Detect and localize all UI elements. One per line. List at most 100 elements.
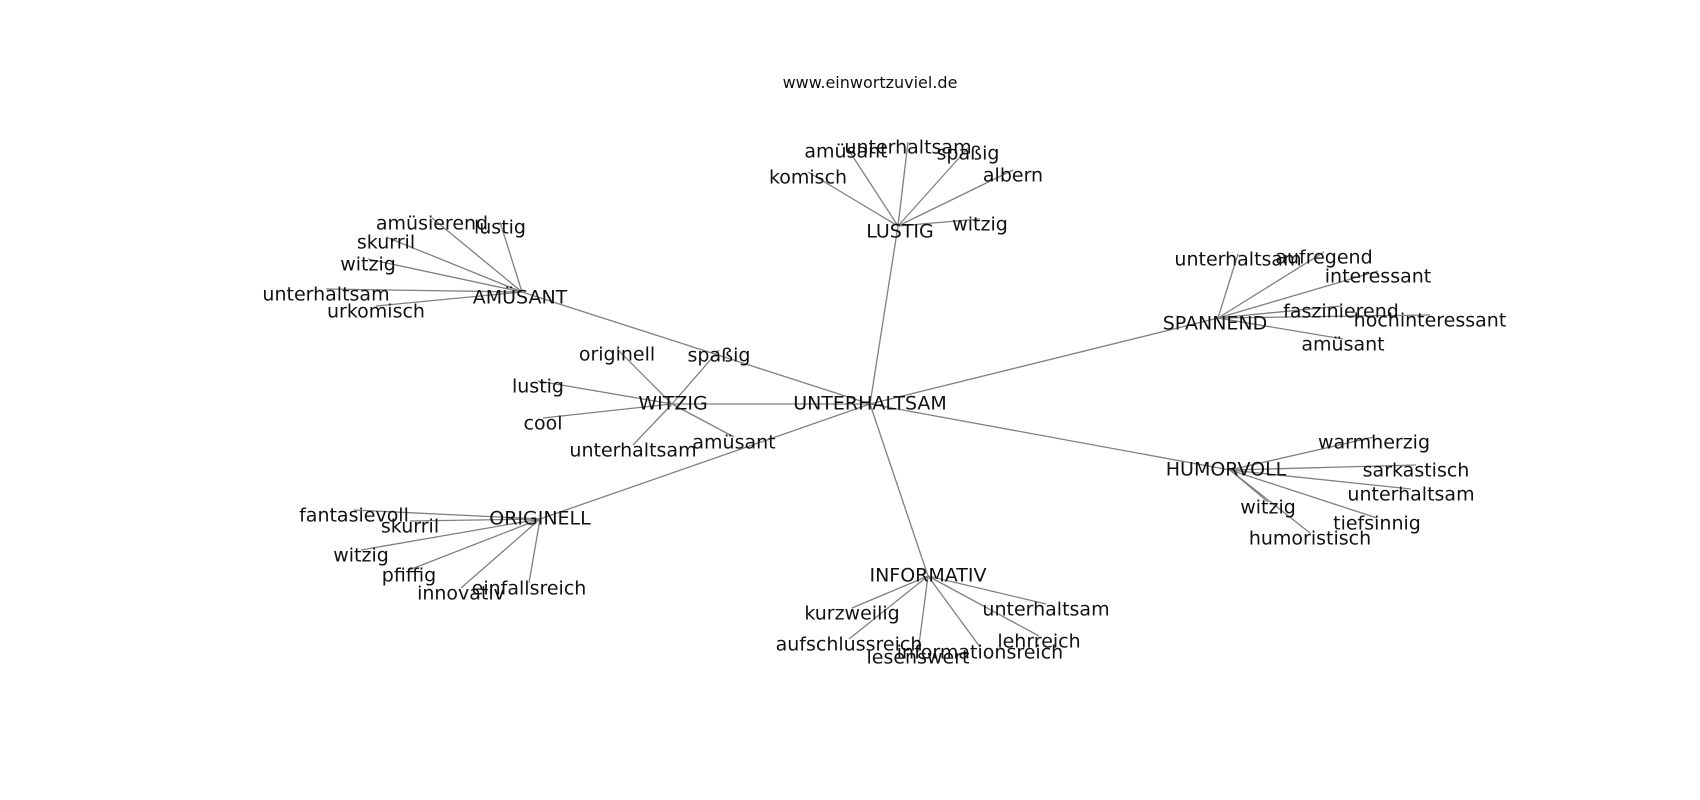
edge-spannend-leaf [1217,251,1325,319]
leaf-node-label: aufregend [1275,247,1372,269]
edge-originell-leaf [353,509,541,520]
edges-layer [325,141,1431,653]
site-caption: www.einwortzuviel.de [783,73,958,92]
edge-witzig-leaf [671,349,720,405]
leaf-node-label: skurril [357,232,415,254]
leaf-node-label: faszinierend [1283,301,1399,323]
leaf-node-label: originell [579,344,655,366]
leaf-node-label: amüsant [1301,334,1384,356]
leaf-node-label: witzig [952,214,1008,236]
leaf-node-label: fantasievoll [299,505,409,527]
edge-informativ-leaf [851,575,929,609]
leaf-node-label: unterhaltsam [1347,484,1474,506]
leaf-node-label: humoristisch [1249,528,1371,550]
leaf-node-label: witzig [333,545,389,567]
leaf-node-label: witzig [1240,497,1296,519]
leaf-node-label: witzig [340,254,396,276]
hub-node-originell: ORIGINELL [489,508,591,530]
center-node-label: UNTERHALTSAM [793,393,947,415]
edge-informativ-leaf [917,575,929,653]
leaf-node-label: amüsierend [376,213,488,235]
edge-humorvoll-leaf [1229,464,1417,471]
edge-center-informativ [869,403,929,577]
hub-node-spannend: SPANNEND [1163,313,1268,335]
labels-layer: UNTERHALTSAMLUSTIGamüsantunterhaltsamspa… [262,137,1506,669]
leaf-node-label: urkomisch [327,301,425,323]
leaf-node-label: amüsant [692,432,775,454]
edge-spannend-leaf [1217,317,1344,340]
edge-center-amuesant [521,291,871,405]
edge-informativ-leaf [927,575,1040,637]
leaf-node-label: einfallsreich [472,578,587,600]
edge-humorvoll-leaf [1229,436,1375,471]
edge-informativ-leaf [848,575,929,640]
edge-lustig-leaf [845,145,899,227]
leaf-node-label: unterhaltsam [844,137,971,159]
edge-originell-leaf [528,518,541,584]
leaf-node-label: kurzweilig [804,603,899,625]
edge-originell-leaf [409,518,541,522]
edge-witzig-leaf [671,403,735,438]
edge-center-lustig [869,225,899,405]
leaf-node-label: lustig [474,217,526,239]
leaf-node-label: tiefsinnig [1333,513,1421,535]
edge-witzig-leaf [542,403,673,419]
leaf-node-label: unterhaltsam [982,599,1109,621]
edge-spannend-leaf [1217,253,1239,319]
edge-humorvoll-leaf [1229,469,1378,519]
leaf-node-label: informationsreich [897,642,1063,664]
edge-witzig-leaf [632,403,673,446]
edge-center-humorvoll [869,403,1231,471]
hub-node-amuesant: AMÜSANT [473,286,568,309]
edge-lustig-leaf [897,169,1014,227]
edge-lustig-leaf [807,171,899,227]
leaf-node-label: sarkastisch [1363,460,1470,482]
edge-witzig-leaf [616,348,673,405]
edge-lustig-leaf [897,147,969,227]
leaf-node-label: albern [983,165,1043,187]
hub-node-informativ: INFORMATIV [869,565,986,587]
edge-informativ-leaf [927,575,1047,605]
edge-originell-leaf [460,518,541,589]
leaf-node-label: lehrreich [997,631,1080,653]
leaf-node-label: hochinteressant [1354,310,1507,332]
hub-node-lustig: LUSTIG [866,221,934,243]
leaf-node-label: pfiffig [382,565,436,587]
edge-amuesant-leaf [375,291,523,307]
edge-humorvoll-leaf [1229,469,1412,490]
leaf-node-label: unterhaltsam [1174,249,1301,271]
leaf-node-label: skurril [381,516,439,538]
edge-center-originell [539,403,871,520]
hub-node-witzig: WITZIG [638,393,707,415]
leaf-node-label: lustig [512,376,564,398]
leaf-node-label: aufschlussreich [776,634,923,656]
leaf-node-label: cool [524,413,563,435]
edge-amuesant-leaf [431,217,523,293]
leaf-node-label: unterhaltsam [262,284,389,306]
edge-humorvoll-leaf [1229,469,1311,534]
leaf-node-label: amüsant [804,141,887,163]
edge-lustig-leaf [897,141,909,227]
leaf-node-label: innovativ [417,583,505,605]
leaf-node-label: spaßig [937,143,1000,165]
edge-spannend-leaf [1217,314,1431,319]
leaf-node-label: spaßig [688,345,751,367]
edge-spannend-leaf [1217,270,1379,319]
edge-witzig-leaf [537,380,673,405]
edge-originell-leaf [408,518,541,571]
edge-center-spannend [869,317,1219,405]
edge-amuesant-leaf [385,236,523,293]
leaf-node-label: komisch [769,167,847,189]
edge-originell-leaf [360,518,541,551]
edge-amuesant-leaf [499,221,523,293]
leaf-node-label: interessant [1325,266,1431,288]
edge-amuesant-leaf [367,258,523,293]
edge-spannend-leaf [1217,305,1342,319]
leaf-node-label: unterhaltsam [569,440,696,462]
hub-node-humorvoll: HUMORVOLL [1166,459,1287,481]
leaf-node-label: lesenswert [867,647,970,669]
edge-lustig-leaf [897,218,981,227]
edge-informativ-leaf [927,575,981,648]
edge-amuesant-leaf [325,288,523,293]
